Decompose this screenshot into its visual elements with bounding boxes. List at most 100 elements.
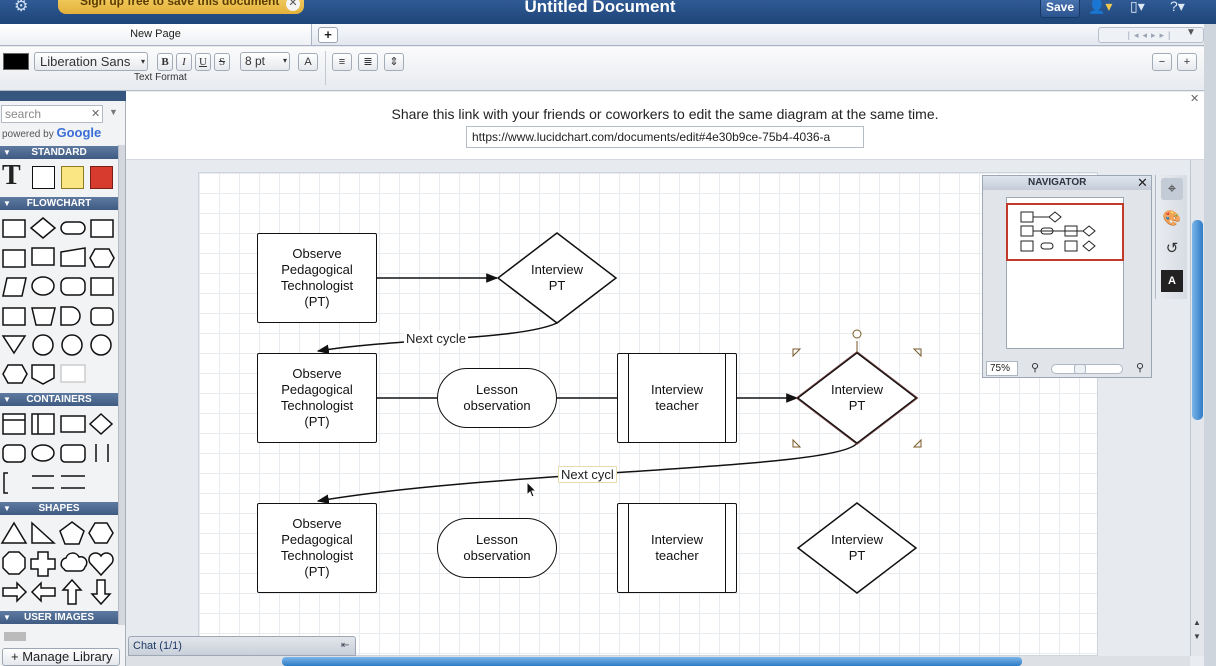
document-title[interactable]: Untitled Document (524, 0, 676, 16)
text-spacing-icon[interactable]: ⇕ (384, 53, 404, 71)
zoom-level-input[interactable]: 75% (986, 361, 1018, 376)
row3-teacher-node[interactable]: Interview teacher (617, 503, 737, 593)
block-shape[interactable] (32, 166, 55, 189)
flowchart-shapes[interactable] (0, 212, 118, 392)
text-properties-icon[interactable]: A (1161, 270, 1183, 292)
section-standard[interactable]: ▼STANDARD (0, 146, 118, 159)
zoom-in-icon[interactable]: ⚲ (1136, 362, 1145, 374)
summing-junction-shape (61, 334, 83, 356)
section-flowchart[interactable]: ▼FLOWCHART (0, 197, 118, 210)
zoom-out-icon[interactable]: − (1152, 53, 1172, 71)
collapse-icon: ▼ (3, 504, 11, 513)
chat-tab[interactable]: Chat (1/1) ⇤ (128, 636, 356, 656)
italic-button[interactable]: I (176, 53, 192, 71)
palette-icon[interactable]: 🎨 (1162, 210, 1182, 227)
powered-by-label: powered by (2, 129, 54, 140)
app-logo-icon[interactable]: ⚙ (14, 0, 29, 15)
zoom-slider-thumb[interactable] (1074, 364, 1086, 374)
user-image-thumbnail[interactable] (4, 632, 26, 641)
right-triangle-shape (31, 521, 56, 544)
manual-operation-shape (31, 307, 56, 326)
zoom-out-icon[interactable]: ⚲ (1031, 362, 1040, 374)
connector-shape (32, 334, 54, 356)
align-left-icon[interactable]: ≡ (332, 53, 352, 71)
row2-lesson-node[interactable]: Lesson observation (437, 368, 557, 428)
row2-interview-pt-label[interactable]: Interview PT (830, 382, 884, 413)
user-icon[interactable]: 👤▾ (1088, 0, 1113, 14)
red-note-shape[interactable] (90, 166, 113, 189)
row2-observe-node[interactable]: Observe Pedagogical Technologist (PT) (257, 353, 377, 443)
text-color-swatch[interactable] (3, 53, 29, 70)
row1-observe-node[interactable]: Observe Pedagogical Technologist (PT) (257, 233, 377, 323)
share-message: Share this link with your friends or cow… (391, 106, 939, 122)
note-shape[interactable] (61, 166, 84, 189)
row3-observe-node[interactable]: Observe Pedagogical Technologist (PT) (257, 503, 377, 593)
scroll-up-icon[interactable]: ▲ (1193, 618, 1201, 627)
row3-interview-pt-label[interactable]: Interview PT (830, 532, 884, 563)
shape-library-panel: search ✕ ▼ powered by Google ▼STANDARD T… (0, 91, 126, 666)
tab-new-page[interactable]: New Page (0, 24, 312, 45)
clear-search-icon[interactable]: ✕ (91, 108, 101, 120)
zoom-in-icon[interactable]: + (1177, 53, 1197, 71)
save-button[interactable]: Save (1040, 0, 1080, 18)
google-logo: Google (56, 125, 102, 140)
bold-button[interactable]: B (157, 53, 173, 71)
collapse-chat-icon[interactable]: ⇤ (341, 640, 350, 651)
horizontal-scroll-thumb[interactable] (282, 657, 1022, 666)
horizontal-scrollbar[interactable] (126, 656, 1190, 666)
search-options-icon[interactable]: ▼ (109, 107, 118, 117)
page-navigation[interactable]: |◂◂▸▸| (1098, 27, 1204, 43)
font-family-select[interactable]: Liberation Sans▾ (34, 52, 148, 71)
manage-library-button[interactable]: + Manage Library (2, 648, 120, 666)
help-icon[interactable]: ?▾ (1170, 0, 1185, 14)
data-shape (2, 277, 27, 297)
row2-teacher-node[interactable]: Interview teacher (617, 353, 737, 443)
underline-button[interactable]: U (195, 53, 211, 71)
canvas-area[interactable]: Observe Pedagogical Technologist (PT) In… (126, 160, 1190, 656)
chevron-down-icon[interactable]: ▼ (1186, 27, 1196, 38)
document-shape (2, 249, 26, 268)
navigator-crosshair-icon[interactable]: ⌖ (1161, 178, 1183, 200)
text-style-icon[interactable]: A (298, 53, 318, 71)
close-share-icon[interactable]: ✕ (1190, 93, 1200, 105)
tape-shape (2, 307, 26, 326)
container-shapes[interactable] (0, 408, 118, 496)
section-containers[interactable]: ▼CONTAINERS (0, 393, 118, 406)
off-page-connector-shape (2, 364, 28, 384)
section-user-images[interactable]: ▼USER IMAGES (0, 611, 118, 624)
next-cycle-label-2[interactable]: Next cycl (558, 466, 617, 483)
section-label: SHAPES (38, 503, 80, 514)
section-label: CONTAINERS (26, 394, 92, 405)
display-shape (90, 307, 114, 326)
vertical-scroll-thumb[interactable] (1192, 220, 1203, 420)
share-link-field[interactable]: https://www.lucidchart.com/documents/edi… (466, 126, 864, 148)
process-shape (2, 219, 26, 238)
font-size-select[interactable]: 8 pt▾ (240, 52, 290, 71)
zoom-slider[interactable] (1051, 364, 1123, 374)
or-shape (90, 334, 112, 356)
section-label: FLOWCHART (26, 198, 92, 209)
row1-interview-pt-label[interactable]: Interview PT (530, 262, 584, 293)
strikethrough-button[interactable]: S (214, 53, 230, 71)
basic-shapes[interactable] (0, 517, 118, 607)
section-shapes[interactable]: ▼ SHAPES (0, 502, 118, 515)
panel-scrollbar[interactable] (118, 145, 125, 625)
close-signup-icon[interactable]: ✕ (286, 0, 300, 11)
vertical-scrollbar[interactable]: ▲ ▼ (1190, 160, 1204, 656)
signup-banner[interactable]: Sign up free to save this document (58, 0, 304, 14)
document-menu-icon[interactable]: ▯▾ (1130, 0, 1145, 14)
row3-lesson-node[interactable]: Lesson observation (437, 518, 557, 578)
toolbar: Liberation Sans▾ B I U S 8 pt▾ A Text Fo… (0, 47, 1216, 91)
search-input[interactable]: search (1, 105, 103, 123)
next-cycle-label-1[interactable]: Next cycle (404, 331, 468, 346)
navigator-viewport[interactable] (1006, 203, 1124, 261)
octagon-shape (2, 551, 26, 575)
scroll-down-icon[interactable]: ▼ (1193, 632, 1201, 641)
align-center-icon[interactable]: ≣ (358, 53, 378, 71)
close-navigator-icon[interactable]: ✕ (1137, 175, 1148, 190)
text-shape-icon[interactable]: T (2, 160, 21, 191)
history-icon[interactable]: ↺ (1165, 240, 1179, 257)
add-page-button[interactable]: + (318, 27, 338, 43)
section-label: STANDARD (31, 147, 87, 158)
off-page-shape (31, 364, 55, 385)
